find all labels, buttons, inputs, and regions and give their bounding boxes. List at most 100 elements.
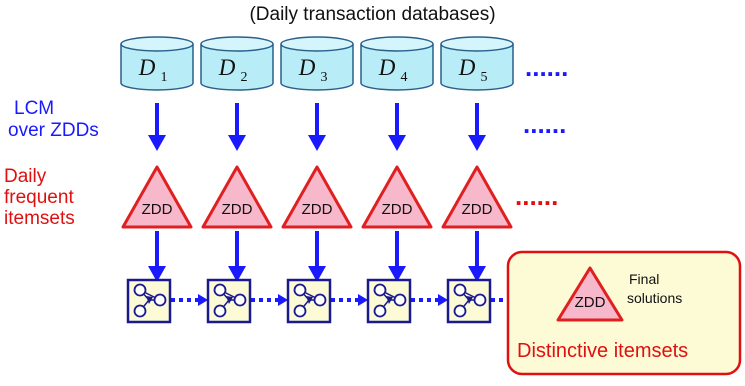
database-subscript: 2 [241, 70, 248, 85]
zdd-label: ZDD [462, 201, 493, 218]
cylinder-top [200, 36, 274, 52]
graph-node [453, 304, 467, 318]
graph-arrowhead [386, 296, 393, 304]
graph-node [313, 293, 327, 307]
down-arrow-icon [148, 103, 166, 151]
arrow-head [228, 135, 246, 151]
lcm-label-line2: over ZDDs [8, 120, 99, 141]
arrow-head [388, 135, 406, 151]
graph-node [213, 283, 227, 297]
graph-node [233, 293, 247, 307]
zdd-triangle-icon: ZDD [441, 165, 513, 229]
database-subscript: 4 [401, 70, 408, 85]
cylinder-top [120, 36, 194, 52]
triangle-shape [201, 165, 273, 229]
zdd-triangle-icon: ZDD [121, 165, 193, 229]
arrow-head [228, 266, 246, 282]
state-graph-icon [446, 278, 492, 324]
triangle-shape [361, 165, 433, 229]
connector-head [278, 294, 288, 306]
down-arrow-icon [468, 103, 486, 151]
graph-node [133, 283, 147, 297]
daily-label-line3: itemsets [4, 208, 75, 229]
triangle-shape [441, 165, 513, 229]
arrow-head [468, 135, 486, 151]
zdd-label: ZDD [222, 201, 253, 218]
cylinder-body [360, 44, 434, 91]
arrow-head [148, 135, 166, 151]
graph-arrowhead [466, 296, 473, 304]
state-graph-icon [286, 278, 332, 324]
right-arrow-icon [331, 294, 368, 306]
database-subscript: 3 [321, 70, 328, 85]
database-label: D [378, 55, 396, 80]
daily-label-line2: frequent [4, 187, 74, 208]
zdd-triangle-icon: ZDD [281, 165, 353, 229]
down-arrow-icon [388, 231, 406, 282]
state-graph-icon [206, 278, 252, 324]
arrow-head [148, 266, 166, 282]
zdd-label: ZDD [302, 201, 333, 218]
state-graph-icon [126, 278, 172, 324]
zdd-triangle-icon: ZDD [361, 165, 433, 229]
triangle-shape [281, 165, 353, 229]
final-label-line2: solutions [627, 290, 683, 306]
cylinder-top [360, 36, 434, 52]
graph-arrowhead [226, 296, 233, 304]
graph-arrowhead [306, 296, 313, 304]
database-label: D [138, 55, 156, 80]
database-subscript: 5 [481, 70, 488, 85]
daily-label-line1: Daily [4, 166, 47, 187]
database-label: D [218, 55, 236, 80]
database-label: D [298, 55, 316, 80]
zdd-triangle-icon: ZDD [201, 165, 273, 229]
zdd-label: ZDD [142, 201, 173, 218]
down-arrow-icon [228, 231, 246, 282]
right-arrow-icon [251, 294, 288, 306]
arrow-head [388, 266, 406, 282]
arrow-head [308, 135, 326, 151]
triangle-shape [121, 165, 193, 229]
cylinder-body [200, 44, 274, 91]
arrow-ellipsis: ...... [523, 109, 566, 139]
arrow-head [468, 266, 486, 282]
down-arrow-icon [468, 231, 486, 282]
final-solutions-label: Final solutions [627, 270, 682, 308]
database-subscript: 1 [161, 70, 168, 85]
graph-node [373, 304, 387, 318]
graph-node [473, 293, 487, 307]
graph-node [153, 293, 167, 307]
graph-node [393, 293, 407, 307]
connector-head [358, 294, 368, 306]
right-arrow-icon [411, 294, 448, 306]
lcm-label-line1: LCM [14, 98, 55, 119]
final-label-line1: Final [629, 271, 660, 287]
cylinder-top [280, 36, 354, 52]
distinctive-itemsets-label: Distinctive itemsets [517, 340, 689, 362]
cylinder-body [120, 44, 194, 91]
right-arrow-icon [171, 294, 208, 306]
diagram-title: (Daily transaction databases) [249, 4, 496, 25]
graph-node [293, 304, 307, 318]
final-solutions-box [506, 250, 742, 376]
lcm-label: LCM over ZDDs [8, 98, 99, 142]
graph-node [373, 283, 387, 297]
cylinder-body [280, 44, 354, 91]
daily-frequent-label: Daily frequent itemsets [4, 166, 75, 229]
graph-node [453, 283, 467, 297]
down-arrow-icon [148, 231, 166, 282]
database-ellipsis: ...... [525, 52, 568, 82]
connector-head [198, 294, 208, 306]
zdd-triangle-icon: ZDD [556, 266, 624, 322]
zdd-label: ZDD [382, 201, 413, 218]
down-arrow-icon [308, 231, 326, 282]
graph-node [133, 304, 147, 318]
cylinder-top [440, 36, 514, 52]
down-arrow-icon [308, 103, 326, 151]
zdd-label: ZDD [575, 294, 606, 311]
